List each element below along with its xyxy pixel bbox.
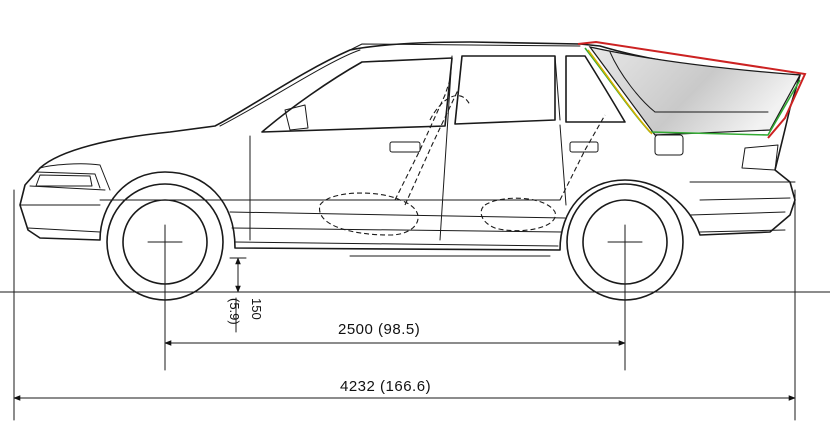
ground-clearance-mm-label: 150 [249, 298, 264, 320]
car-body [19, 41, 801, 257]
hatch-outline-yellow [587, 49, 653, 135]
hatch-outline-red [577, 40, 807, 139]
rear-hatch-glass [588, 46, 801, 136]
hatch-annotation-lines [577, 40, 807, 139]
wheelbase-label: 2500 (98.5) [338, 321, 420, 338]
overall-length-label: 4232 (166.6) [340, 378, 431, 395]
ground-clearance-in-label: (5.9) [227, 298, 242, 325]
